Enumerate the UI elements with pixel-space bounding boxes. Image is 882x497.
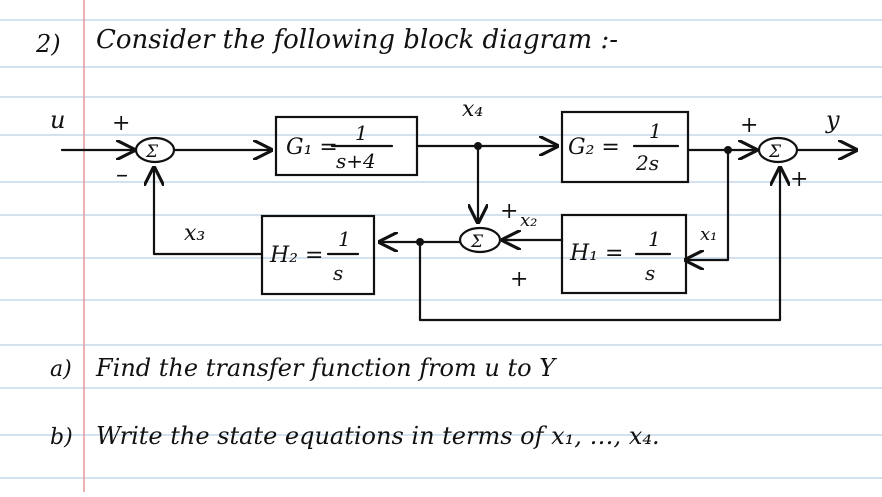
sum2-plus-bottom: + (510, 267, 528, 292)
x2-label: x₂ (520, 210, 537, 231)
block-g1-name: G₁ = (286, 135, 338, 160)
x4-label: x₄ (462, 97, 483, 122)
svg-text:Σ: Σ (470, 232, 484, 252)
block-g1-denominator: s+4 (336, 149, 376, 173)
x3-feedback-arrow (154, 168, 264, 256)
svg-text:Σ: Σ (768, 142, 782, 162)
input-label: u (50, 106, 65, 134)
question-b-text: Write the state equations in terms of x₁… (96, 422, 660, 450)
summing-junction-2: Σ (458, 226, 502, 254)
block-g2: G₂ = 1 2s (560, 110, 690, 184)
summing-junction-3: Σ (757, 136, 799, 164)
block-h1-denominator: s (645, 261, 655, 285)
question-a-label: a) (50, 357, 72, 382)
block-g2-denominator: 2s (635, 151, 659, 175)
output-label: y (825, 106, 840, 134)
block-h1-numerator: 1 (648, 227, 661, 251)
block-h2-name: H₂ = (269, 243, 323, 268)
block-h1: H₁ = 1 s (560, 213, 688, 295)
ruled-lines (0, 19, 882, 479)
sum1-plus-sign: + (112, 111, 130, 136)
block-g2-name: G₂ = (568, 135, 620, 160)
sum2-plus-top: + (500, 199, 518, 224)
x1-to-h1-arrow (686, 148, 730, 260)
block-h2-denominator: s (333, 261, 343, 285)
block-g2-numerator: 1 (649, 119, 662, 143)
question-b-label: b) (50, 425, 73, 450)
bottom-loop-arrow (418, 168, 780, 322)
block-g1: G₁ = 1 s+4 (274, 115, 419, 177)
x1-label: x₁ (700, 224, 717, 245)
sum3-plus-bottom: + (790, 167, 808, 192)
block-h2-numerator: 1 (338, 227, 351, 251)
svg-text:Σ: Σ (145, 142, 159, 162)
problem-number: 2) (35, 30, 61, 58)
problem-intro: Consider the following block diagram :- (96, 25, 618, 55)
sum3-plus-top: + (740, 113, 758, 138)
x3-label: x₃ (184, 221, 205, 246)
question-a-text: Find the transfer function from u to Y (95, 354, 557, 382)
sum1-minus-sign: – (116, 160, 128, 188)
block-g1-numerator: 1 (355, 121, 368, 145)
block-h2: H₂ = 1 s (260, 214, 376, 296)
summing-junction-1: Σ (134, 136, 176, 164)
block-h1-name: H₁ = (569, 241, 623, 266)
